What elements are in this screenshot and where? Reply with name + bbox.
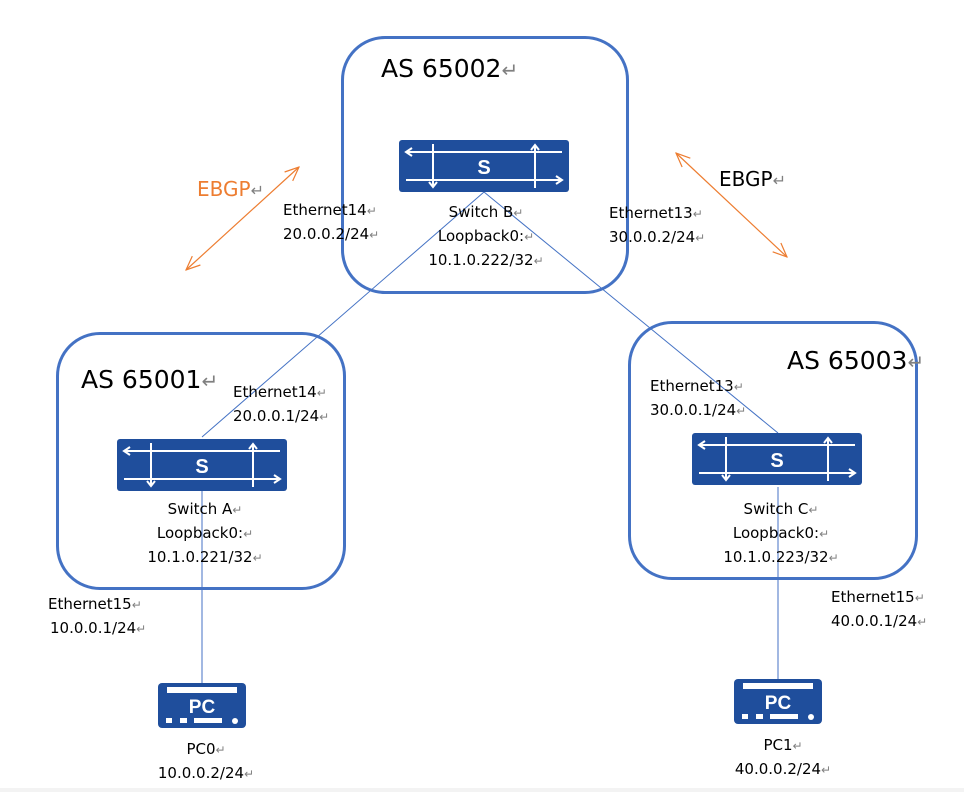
loopback-label: Loopback0: [437,227,525,245]
loopback-label: Loopback0: [156,524,244,542]
paragraph-mark-icon: ↵ [792,739,803,753]
pc-icon-label: PC [189,697,216,718]
interface-ip: 20.0.0.1/24 [233,407,320,425]
as-65002-title: AS 65002↵ [381,54,518,83]
as-65001-title: AS 65001↵ [81,365,218,394]
interface-name: Ethernet14 [233,383,317,401]
switch-c-ethernet13-label: Ethernet13↵ 30.0.0.1/24↵ [650,375,746,423]
loopback-ip: 10.1.0.221/32 [147,548,253,566]
link-switch-b-to-switch-c [483,191,779,434]
paragraph-mark-icon: ↵ [201,369,219,393]
as-title-text: AS 65002 [381,54,502,83]
paragraph-mark-icon: ↵ [733,380,744,394]
interface-ip: 20.0.0.2/24 [283,225,370,243]
ebgp-arrow-left [186,167,299,270]
switch-c-ethernet15-label: Ethernet15↵ 40.0.0.1/24↵ [831,586,927,634]
paragraph-mark-icon: ↵ [244,767,255,781]
paragraph-mark-icon: ↵ [819,527,830,541]
paragraph-mark-icon: ↵ [232,503,243,517]
as-65003-boundary [628,321,918,580]
ebgp-label-left: EBGP↵ [197,177,264,201]
loopback-label: Loopback0: [732,524,820,542]
ebgp-text: EBGP [719,167,773,191]
loopback-ip: 10.1.0.223/32 [723,548,829,566]
interface-name: Ethernet13 [609,204,693,222]
interface-ip: 40.0.0.1/24 [831,612,918,630]
interface-ip: 30.0.0.2/24 [609,228,696,246]
switch-a-icon[interactable]: S [117,439,287,491]
interface-name: Ethernet15 [831,588,915,606]
paragraph-mark-icon: ↵ [131,598,142,612]
paragraph-mark-icon: ↵ [772,171,786,190]
pc1-icon[interactable]: PC [734,679,822,724]
as-65002-boundary [341,36,629,294]
ebgp-label-right: EBGP↵ [719,167,786,191]
paragraph-mark-icon: ↵ [695,231,706,245]
paragraph-mark-icon: ↵ [215,743,226,757]
paragraph-mark-icon: ↵ [250,181,264,200]
switch-a-label: Switch A↵ Loopback0:↵ 10.1.0.221/32↵ [143,498,267,570]
link-switch-b-to-switch-a [201,191,485,438]
paragraph-mark-icon: ↵ [808,503,819,517]
as-title-text: AS 65003 [787,346,908,375]
ebgp-text: EBGP [197,177,251,201]
switch-a-ethernet15-label: Ethernet15↵ 10.0.0.1/24↵ [48,593,146,641]
interface-ip: 30.0.0.1/24 [650,401,737,419]
paragraph-mark-icon: ↵ [513,206,524,220]
switch-b-ethernet13-label: Ethernet13↵ 30.0.0.2/24↵ [609,202,705,250]
switch-b-ethernet14-label: Ethernet14↵ 20.0.0.2/24↵ [283,199,379,247]
switch-c-icon[interactable]: S [692,433,862,485]
interface-ip: 10.0.0.1/24 [50,619,137,637]
as-65003-title: AS 65003↵ [787,346,924,375]
paragraph-mark-icon: ↵ [692,207,703,221]
paragraph-mark-icon: ↵ [369,228,380,242]
paragraph-mark-icon: ↵ [917,615,928,629]
paragraph-mark-icon: ↵ [316,386,327,400]
switch-icon-letter: S [195,456,208,478]
pc0-icon[interactable]: PC [158,683,246,728]
paragraph-mark-icon: ↵ [136,622,147,636]
pc-name: PC0 [186,740,216,758]
pc-icon-label: PC [765,693,792,714]
ebgp-arrow-right [676,153,787,257]
interface-name: Ethernet13 [650,377,734,395]
paragraph-mark-icon: ↵ [319,410,330,424]
paragraph-mark-icon: ↵ [907,350,925,374]
interface-name: Ethernet15 [48,595,132,613]
paragraph-mark-icon: ↵ [252,551,263,565]
pc0-label: PC0↵ 10.0.0.2/24↵ [146,738,266,786]
pc-ip: 10.0.0.2/24 [157,764,245,782]
switch-b-label: Switch B↵ Loopback0:↵ 10.1.0.222/32↵ [424,201,548,273]
switch-icon-letter: S [477,157,490,179]
paragraph-mark-icon: ↵ [524,230,535,244]
switch-name: Switch C [743,500,809,518]
paragraph-mark-icon: ↵ [533,254,544,268]
pc-ip: 40.0.0.2/24 [734,760,822,778]
paragraph-mark-icon: ↵ [501,58,519,82]
switch-name: Switch B [448,203,514,221]
switch-b-icon[interactable]: S [399,140,569,192]
paragraph-mark-icon: ↵ [736,404,747,418]
paragraph-mark-icon: ↵ [243,527,254,541]
page-bottom-edge [0,788,964,792]
pc1-label: PC1↵ 40.0.0.2/24↵ [723,734,843,782]
switch-c-label: Switch C↵ Loopback0:↵ 10.1.0.223/32↵ [719,498,843,570]
pc-name: PC1 [763,736,793,754]
switch-name: Switch A [167,500,233,518]
switch-icon-letter: S [770,450,783,472]
interface-name: Ethernet14 [283,201,367,219]
paragraph-mark-icon: ↵ [828,551,839,565]
loopback-ip: 10.1.0.222/32 [428,251,534,269]
switch-a-ethernet14-label: Ethernet14↵ 20.0.0.1/24↵ [233,381,329,429]
as-title-text: AS 65001 [81,365,202,394]
as-65001-boundary [56,332,346,590]
paragraph-mark-icon: ↵ [821,763,832,777]
paragraph-mark-icon: ↵ [914,591,925,605]
paragraph-mark-icon: ↵ [366,204,377,218]
